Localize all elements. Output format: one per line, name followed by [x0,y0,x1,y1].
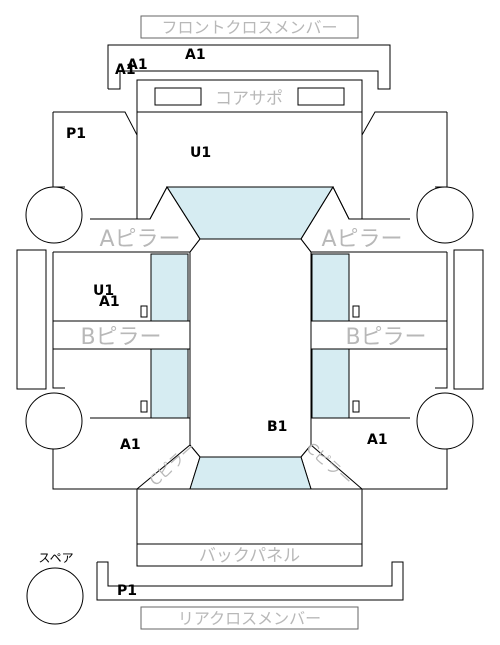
left-b-pillar[interactable]: Bピラー [52,320,191,350]
roof[interactable] [189,238,312,458]
right-b-pillar-label: Bピラー [345,325,426,350]
front-cross-member[interactable]: フロントクロスメンバー [140,15,359,39]
left-front-wheel[interactable] [25,186,83,244]
right-c-pillar[interactable]: Cピラー [300,439,364,490]
spare-label: スペア [38,551,73,565]
code-front-member-b: A1 [127,57,148,73]
core-support[interactable]: コアサポ [136,79,363,113]
core-support-label: コアサポ [215,89,283,109]
left-rear-fender[interactable] [52,449,137,490]
rear-cross-member[interactable]: リアクロスメンバー [140,606,359,630]
left-rear-door[interactable] [52,348,190,419]
code-left-rear-fender: A1 [120,437,141,453]
left-side-step[interactable] [16,249,47,390]
front-cross-member-label: フロントクロスメンバー [161,18,337,37]
right-a-pillar-label: Aピラー [321,227,402,252]
code-front-member-c: A1 [115,62,136,78]
code-left-front-fender: P1 [66,126,86,142]
left-a-pillar-label: Aピラー [99,227,180,252]
left-front-door[interactable] [52,252,190,322]
rear-member[interactable] [96,561,404,601]
back-panel[interactable]: バックパネル [136,543,363,567]
trunk[interactable] [136,488,363,545]
right-side-step[interactable] [453,249,484,390]
code-front-member-a: A1 [185,47,206,63]
right-a-pillar[interactable]: Aピラー [300,185,447,253]
left-c-pillar[interactable]: Cピラー [135,439,201,490]
code-roof: B1 [267,419,287,435]
code-left-door-a: A1 [99,294,120,310]
code-rear-member: P1 [117,583,137,599]
windshield[interactable] [166,186,334,240]
left-rear-wheel[interactable] [25,392,83,450]
code-left-door-u: U1 [93,283,114,299]
code-right-rear-fender: A1 [367,432,388,448]
right-b-pillar[interactable]: Bピラー [310,320,448,350]
right-rear-fender[interactable] [362,449,448,490]
left-b-pillar-label: Bピラー [80,325,161,350]
back-panel-label: バックパネル [199,546,300,566]
rear-window[interactable] [189,456,312,490]
right-rear-wheel[interactable] [416,392,474,450]
right-front-door[interactable] [311,252,448,322]
front-member[interactable] [107,44,391,90]
rear-cross-member-label: リアクロスメンバー [178,609,321,628]
right-rear-door[interactable] [311,348,448,419]
spare-tire[interactable]: スペア [26,551,84,625]
left-a-pillar[interactable]: Aピラー [53,186,201,253]
right-front-wheel[interactable] [416,186,474,244]
code-hood: U1 [190,145,211,161]
